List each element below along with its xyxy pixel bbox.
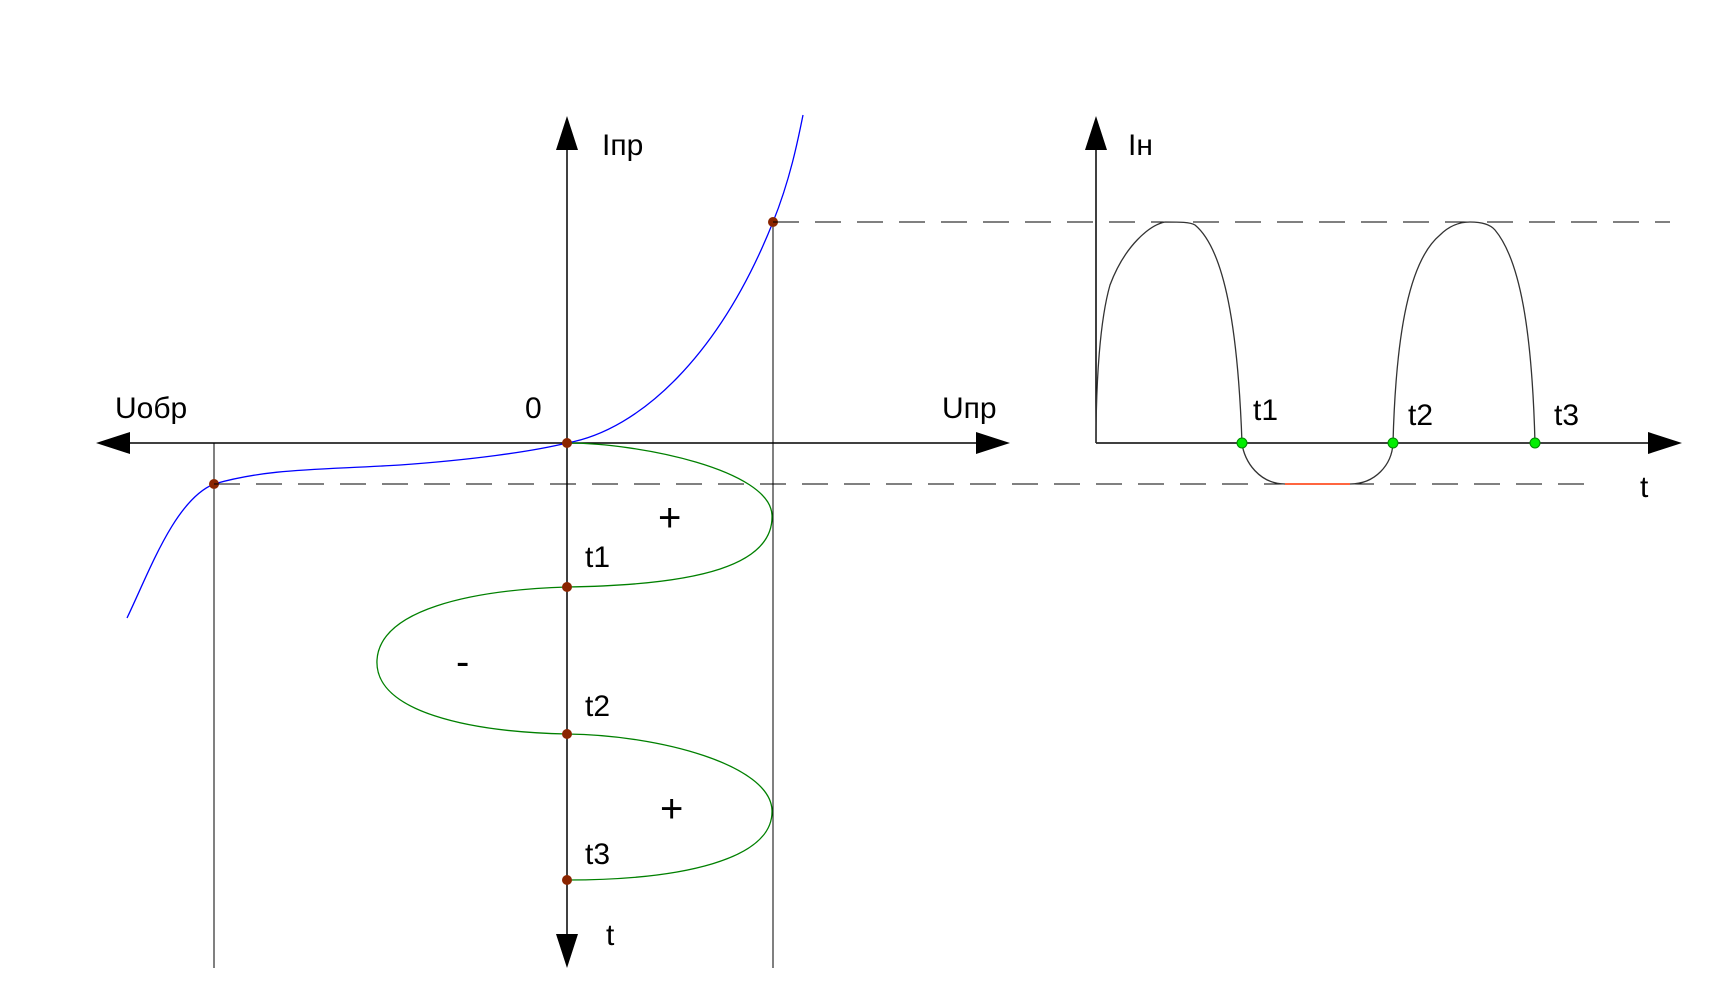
right-t3-point	[1529, 437, 1541, 449]
right-t1-label: t1	[1253, 394, 1278, 427]
current-axis-label: Iпр	[602, 129, 643, 162]
current-axis-up-arrow	[556, 116, 578, 150]
forward-voltage-label: Uпр	[942, 392, 997, 425]
origin-label: 0	[525, 392, 542, 425]
load-current-axis-arrow	[1085, 116, 1107, 150]
voltage-axis-right-arrow	[976, 432, 1010, 454]
negative-half-wave-sign: -	[456, 640, 469, 684]
t1-point	[562, 582, 572, 592]
right-t3-label: t3	[1554, 399, 1579, 432]
positive-half-wave-sign-1: +	[658, 496, 681, 540]
output-signal-curve	[1095, 221, 1536, 485]
load-current-label: Iн	[1128, 129, 1153, 162]
voltage-axis-left-arrow	[96, 432, 130, 454]
origin-point	[562, 438, 572, 448]
right-time-axis-arrow	[1648, 432, 1682, 454]
right-time-axis-label: t	[1640, 471, 1649, 504]
reverse-voltage-label: Uобр	[115, 392, 187, 425]
time-axis-label: t	[606, 919, 615, 952]
t3-label: t3	[585, 838, 610, 871]
right-graph: Iн t t1 t2 t3	[1085, 116, 1682, 504]
left-graph: Iпр Uпр Uобр 0 t t1 t2 t3 + - +	[96, 114, 1010, 968]
time-axis-down-arrow	[556, 934, 578, 968]
input-signal-curve	[376, 442, 773, 881]
right-t1-point	[1236, 437, 1248, 449]
t3-point	[562, 875, 572, 885]
t2-point	[562, 729, 572, 739]
positive-half-wave-sign-2: +	[660, 787, 683, 831]
t1-label: t1	[585, 541, 610, 574]
right-t2-label: t2	[1408, 399, 1433, 432]
right-t2-point	[1387, 437, 1399, 449]
t2-label: t2	[585, 690, 610, 723]
iv-characteristic-curve	[126, 114, 804, 619]
